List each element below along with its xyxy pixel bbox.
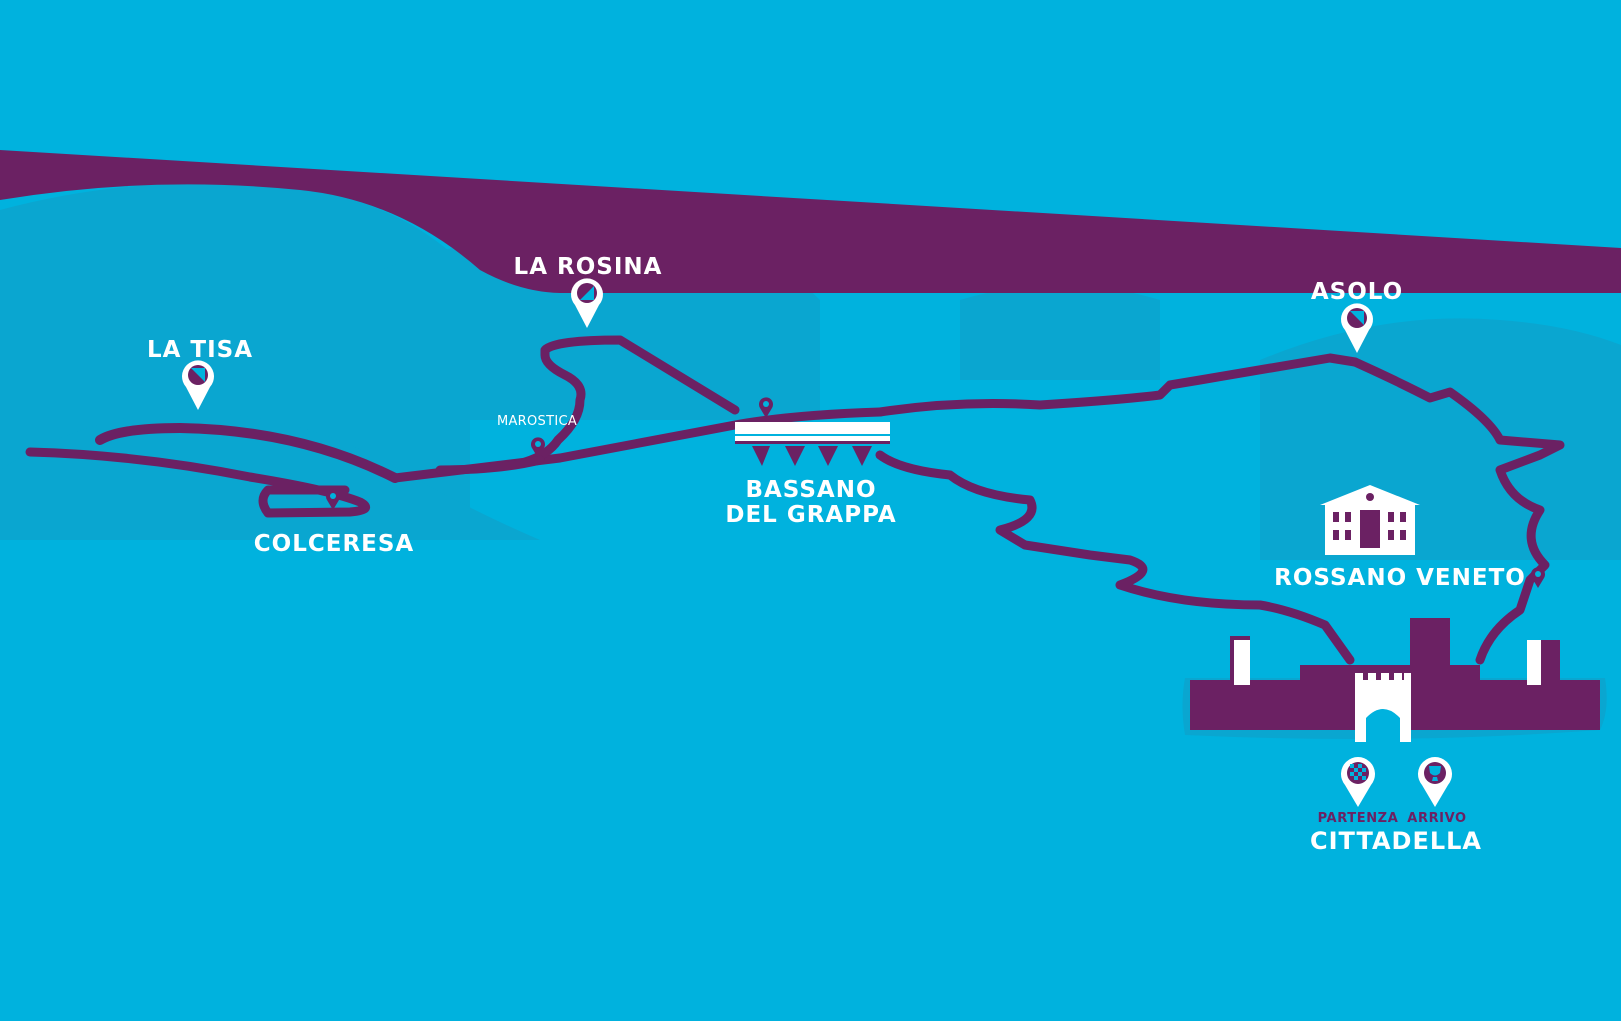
bridge-pillar	[818, 446, 838, 466]
label-partenza: PARTENZA	[1317, 811, 1399, 826]
pin-rossano	[1531, 567, 1545, 588]
castle-gate-arch	[1366, 709, 1400, 742]
label-bassano: BASSANO DEL GRAPPA	[725, 478, 896, 528]
mountain-band	[0, 150, 1621, 293]
label-la-tisa: LA TISA	[146, 337, 254, 363]
castle-tower-left	[1234, 640, 1250, 685]
city-walls-icon	[1182, 618, 1607, 742]
route-marostica-branch	[435, 455, 545, 475]
map-pin-icon	[182, 360, 214, 410]
bridge-pillar	[785, 446, 805, 466]
label-la-rosina: LA ROSINA	[513, 254, 663, 280]
small-pin-icon	[326, 397, 1545, 588]
hill-right	[1260, 318, 1621, 560]
label-colceresa: COLCERESA	[253, 531, 415, 557]
pin-bassano	[759, 397, 773, 418]
checkered-flag-pin-icon	[1341, 757, 1375, 807]
bridge-pillar	[752, 446, 770, 466]
map-pin-icon	[571, 278, 603, 328]
route-bassano-south	[875, 450, 1355, 665]
route-asolo-east	[1350, 357, 1565, 665]
label-bassano-line1: BASSANO	[745, 477, 877, 503]
castle-tower-right	[1527, 640, 1541, 685]
map-pin-icon	[1341, 303, 1373, 353]
route-la-rosina-climb	[520, 335, 740, 467]
bridge-roof	[735, 422, 890, 434]
route-bassano-asolo	[875, 353, 1360, 417]
pin-colceresa	[326, 489, 340, 510]
label-arrivo: ARRIVO	[1407, 811, 1467, 826]
hill-mid-right	[960, 285, 1160, 380]
pin-marostica	[531, 437, 545, 458]
label-cittadella: CITTADELLA	[1309, 827, 1483, 855]
castle-battlements	[1355, 673, 1411, 680]
castle-tower	[1410, 618, 1450, 670]
bridge-pillars	[752, 446, 872, 466]
route-colceresa-loop	[95, 423, 400, 483]
villa-windows	[1333, 493, 1406, 548]
label-bassano-line2: DEL GRAPPA	[725, 502, 897, 528]
bridge-pillar	[852, 446, 872, 466]
trophy-pin-icon	[1418, 757, 1452, 807]
bridge-deck	[735, 436, 890, 441]
covered-bridge-icon	[735, 422, 890, 466]
bridge-beam	[735, 441, 890, 444]
label-asolo: ASOLO	[1310, 279, 1404, 305]
villa-building-icon	[1320, 485, 1420, 555]
label-marostica: MAROSTICA	[496, 414, 578, 429]
label-rossano-veneto: ROSSANO VENETO	[1274, 565, 1526, 591]
